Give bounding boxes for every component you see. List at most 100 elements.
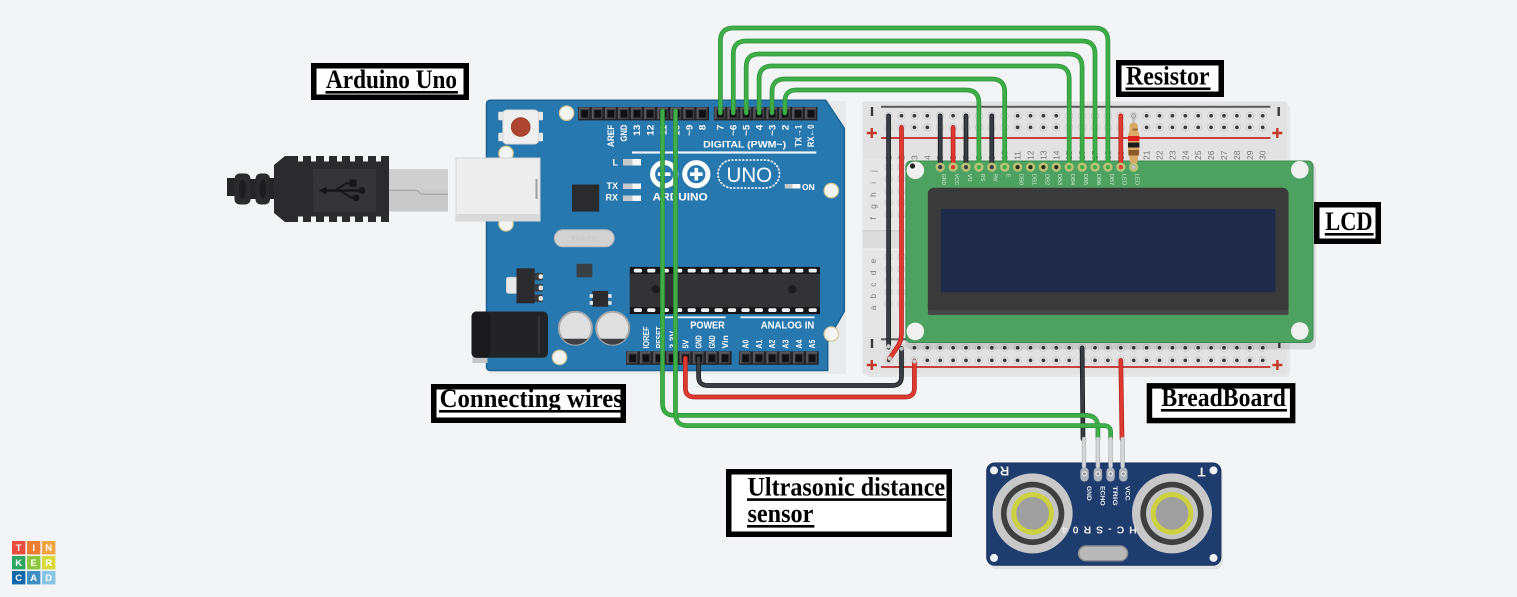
svg-text:~3: ~3 — [767, 125, 778, 136]
svg-text:A2: A2 — [768, 339, 777, 348]
svg-text:RS: RS — [979, 174, 985, 182]
svg-text:K: K — [15, 558, 22, 569]
svg-text:f: f — [868, 216, 878, 219]
svg-text:GND: GND — [1085, 486, 1092, 501]
svg-text:N: N — [45, 543, 52, 554]
svg-text:~9: ~9 — [685, 125, 696, 136]
svg-text:DB0: DB0 — [1018, 174, 1024, 186]
svg-text:R: R — [999, 464, 1009, 479]
svg-text:UNO: UNO — [727, 163, 773, 187]
svg-text:8: 8 — [698, 125, 709, 131]
svg-text:24: 24 — [1180, 150, 1190, 160]
svg-text:13: 13 — [1038, 150, 1048, 160]
svg-text:Ultrasonic distance: Ultrasonic distance — [748, 471, 946, 501]
svg-text:h: h — [868, 192, 878, 197]
svg-text:BreadBoard: BreadBoard — [1161, 382, 1286, 412]
svg-text:TX: TX — [606, 181, 618, 191]
svg-text:DB1: DB1 — [1030, 174, 1036, 186]
svg-text:A4: A4 — [795, 339, 804, 348]
svg-text:5V: 5V — [682, 339, 691, 348]
svg-text:DIGITAL (PWM~): DIGITAL (PWM~) — [703, 140, 786, 151]
svg-text:LED: LED — [1121, 174, 1127, 186]
svg-text:22: 22 — [1155, 150, 1165, 160]
svg-text:7: 7 — [716, 125, 727, 131]
svg-text:i: i — [868, 182, 878, 184]
svg-text:POWER: POWER — [690, 321, 725, 332]
svg-text:28: 28 — [1232, 150, 1242, 160]
svg-text:TX→1: TX→1 — [793, 124, 804, 147]
svg-text:27: 27 — [1219, 150, 1229, 160]
svg-text:V0: V0 — [966, 174, 972, 182]
svg-text:12: 12 — [1026, 150, 1036, 160]
svg-text:Connecting wires: Connecting wires — [440, 383, 623, 413]
svg-text:j: j — [868, 170, 878, 173]
svg-text:DB6: DB6 — [1095, 174, 1101, 186]
svg-text:T: T — [1198, 465, 1206, 480]
svg-text:26: 26 — [1206, 150, 1216, 160]
svg-text:VCC: VCC — [1124, 486, 1131, 501]
svg-text:LCD: LCD — [1325, 206, 1372, 236]
svg-text:a: a — [868, 305, 878, 310]
svg-text:2: 2 — [780, 125, 791, 131]
svg-text:DB2: DB2 — [1043, 174, 1049, 186]
svg-text:VCC: VCC — [953, 174, 959, 186]
svg-text:b: b — [868, 294, 878, 299]
svg-text:GND: GND — [695, 335, 704, 348]
svg-text:A1: A1 — [755, 339, 764, 348]
svg-text:g: g — [868, 204, 878, 209]
svg-text:AREF: AREF — [606, 125, 617, 148]
svg-text:A3: A3 — [782, 339, 791, 348]
svg-text:LED: LED — [1134, 174, 1140, 186]
svg-text:14: 14 — [1051, 150, 1061, 160]
svg-text:GND: GND — [708, 335, 717, 348]
svg-text:3: 3 — [909, 155, 919, 160]
svg-text:TRIG: TRIG — [1111, 486, 1118, 506]
svg-text:ON: ON — [802, 182, 815, 192]
svg-text:d: d — [868, 270, 878, 275]
svg-text:RESET: RESET — [655, 326, 664, 348]
svg-text:A0: A0 — [742, 339, 751, 348]
svg-text:4: 4 — [922, 155, 932, 160]
svg-text:RX: RX — [605, 193, 618, 203]
svg-text:GND: GND — [619, 125, 630, 142]
svg-text:ARDUINO: ARDUINO — [653, 191, 708, 203]
svg-text:ECHO: ECHO — [1098, 486, 1105, 506]
svg-text:12: 12 — [645, 125, 656, 136]
svg-text:Arduino Uno: Arduino Uno — [326, 64, 457, 94]
svg-text:I: I — [32, 543, 35, 554]
svg-text:sensor: sensor — [748, 498, 814, 528]
svg-text:23: 23 — [1167, 150, 1177, 160]
svg-text:~6: ~6 — [729, 125, 740, 136]
svg-text:E: E — [1005, 174, 1011, 179]
svg-text:Vin: Vin — [721, 335, 730, 348]
svg-text:D: D — [45, 573, 52, 584]
svg-text:21: 21 — [1142, 150, 1152, 160]
svg-text:13: 13 — [632, 125, 643, 136]
svg-text:ANALOG IN: ANALOG IN — [761, 321, 815, 332]
svg-text:E: E — [31, 558, 37, 569]
svg-text:e: e — [868, 259, 878, 264]
svg-text:RX←0: RX←0 — [806, 125, 817, 147]
svg-text:L: L — [613, 158, 619, 168]
svg-text:IOREF: IOREF — [642, 326, 651, 348]
svg-text:DB7: DB7 — [1108, 174, 1114, 186]
svg-text:R: R — [45, 558, 52, 569]
svg-text:T: T — [16, 543, 22, 554]
svg-text:RW: RW — [992, 174, 998, 182]
svg-text:~5: ~5 — [742, 124, 753, 136]
svg-text:Resistor: Resistor — [1126, 61, 1210, 91]
svg-text:TINKER: TINKER — [571, 236, 597, 243]
svg-text:GND: GND — [940, 174, 946, 186]
svg-text:29: 29 — [1245, 150, 1255, 160]
svg-text:A: A — [30, 573, 37, 584]
svg-text:11: 11 — [1013, 151, 1023, 160]
svg-text:30: 30 — [1258, 150, 1268, 160]
svg-text:DB4: DB4 — [1069, 174, 1075, 186]
svg-text:A5: A5 — [808, 339, 817, 348]
svg-text:4: 4 — [754, 124, 765, 130]
svg-text:DB5: DB5 — [1082, 174, 1088, 186]
svg-text:3.3V: 3.3V — [668, 330, 677, 348]
svg-text:25: 25 — [1193, 150, 1203, 160]
svg-text:DB3: DB3 — [1056, 174, 1062, 186]
svg-text:c: c — [868, 282, 878, 287]
